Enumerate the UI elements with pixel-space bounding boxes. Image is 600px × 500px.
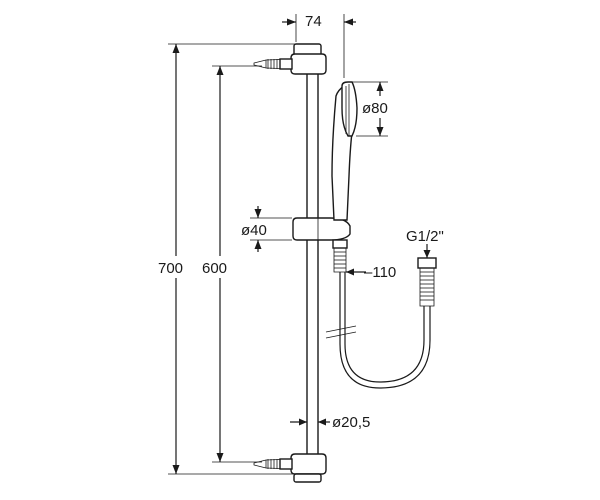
slider-body xyxy=(292,217,351,241)
rail-bar xyxy=(306,45,319,475)
top-bracket-body xyxy=(290,53,327,75)
slider-arrow-top xyxy=(254,209,262,218)
bracket-spacing-arrow-bottom xyxy=(216,453,224,462)
overall-height-arrow-top xyxy=(172,44,180,53)
hose-cone xyxy=(332,239,348,249)
bottom-wall-bracket xyxy=(253,453,327,483)
bar-diameter-label: ø20,5 xyxy=(332,414,370,431)
top-wall-bracket xyxy=(253,43,327,75)
bottom-wall-screw xyxy=(265,459,281,469)
head-diameter-label: ø80 xyxy=(362,100,388,117)
hose-fitting: G1/2" xyxy=(406,228,444,307)
overall-height-label: 700 xyxy=(158,260,183,277)
hose-inner-line xyxy=(344,272,425,383)
bottom-wall-plug xyxy=(253,459,267,469)
bar-width-dimension: 74 xyxy=(282,13,356,78)
bracket-spacing-label-mask xyxy=(198,256,240,278)
overall-height-label-mask xyxy=(152,256,194,278)
bracket-spacing-dimension: 600 xyxy=(198,65,262,463)
fitting-sleeve xyxy=(419,267,435,307)
hose-offset-label: –110 xyxy=(364,264,396,281)
bottom-bracket-cap xyxy=(293,473,322,483)
bar-width-arrow-right xyxy=(344,18,353,26)
hose-offset-dimension: –110 xyxy=(346,264,396,281)
hose-break-mark-2 xyxy=(325,331,357,339)
hand-shower xyxy=(331,81,358,273)
sliding-holder xyxy=(292,217,351,241)
bar-diameter-dimension: ø20,5 xyxy=(290,414,370,431)
bracket-spacing-arrow-top xyxy=(216,66,224,75)
top-wall-screw xyxy=(265,59,281,69)
hand-shower-head xyxy=(341,81,358,137)
hose-outer-line xyxy=(339,272,431,389)
bar-width-label: 74 xyxy=(305,13,322,30)
overall-height-dimension: 700 xyxy=(152,43,300,475)
top-bracket-wall-plate xyxy=(279,58,293,70)
bottom-bracket-wall-plate xyxy=(279,458,293,470)
hose-break-mark-1 xyxy=(325,325,357,333)
bar-width-arrow-left xyxy=(287,18,296,26)
slider-arrow-bottom xyxy=(254,240,262,249)
slider-diameter-label: ø40 xyxy=(241,222,267,239)
bottom-bracket-body xyxy=(290,453,327,475)
head-diameter-dimension: ø80 xyxy=(352,81,400,137)
slider-diameter-dimension: ø40 xyxy=(241,206,292,252)
shower-hose xyxy=(325,272,431,389)
top-wall-plug xyxy=(253,59,267,69)
overall-height-arrow-bottom xyxy=(172,465,180,474)
thread-size-label: G1/2" xyxy=(406,228,444,245)
bracket-spacing-label: 600 xyxy=(202,260,227,277)
fitting-nut xyxy=(417,257,437,269)
